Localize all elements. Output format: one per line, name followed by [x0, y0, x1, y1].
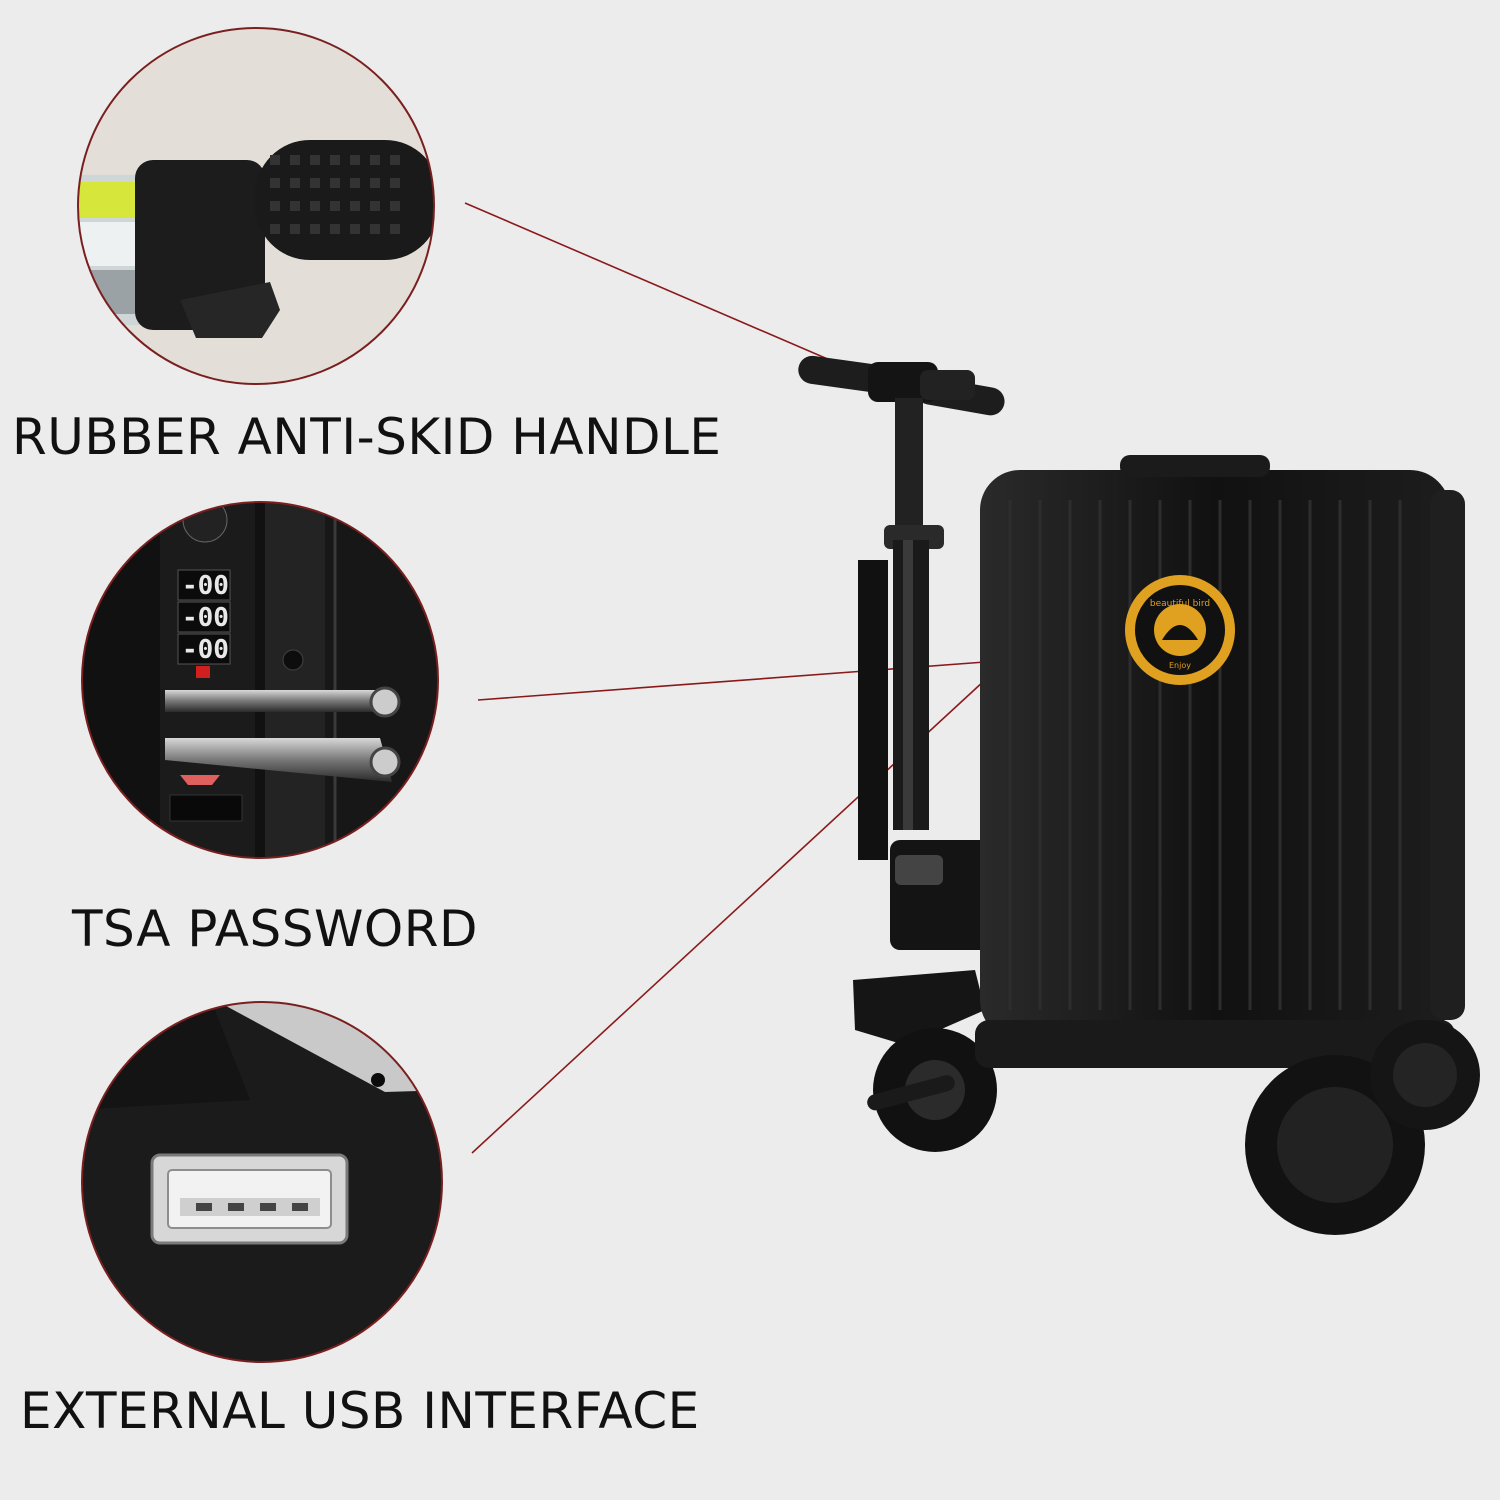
brand-badge-text: beautiful bird — [1150, 599, 1210, 609]
svg-text:-00: -00 — [182, 603, 229, 633]
feature-label-tsa-password: TSA PASSWORD — [72, 900, 478, 958]
handle-grip-icon — [77, 27, 435, 385]
svg-text:-00: -00 — [182, 571, 229, 601]
feature-label-handle: RUBBER ANTI-SKID HANDLE — [12, 408, 722, 466]
usb-port-icon — [81, 1001, 443, 1363]
scooter-suitcase: beautiful bird Enjoy — [798, 355, 1480, 1235]
brand-badge-subtext: Enjoy — [1169, 661, 1191, 670]
combination-lock-icon: -00 -00 -00 — [81, 501, 439, 859]
feature-label-usb-interface: EXTERNAL USB INTERFACE — [20, 1382, 700, 1440]
brand-badge: beautiful bird Enjoy — [1125, 575, 1235, 685]
svg-text:-00: -00 — [182, 635, 229, 665]
handlebar — [798, 355, 1005, 416]
callout-line-handle — [464, 202, 889, 386]
